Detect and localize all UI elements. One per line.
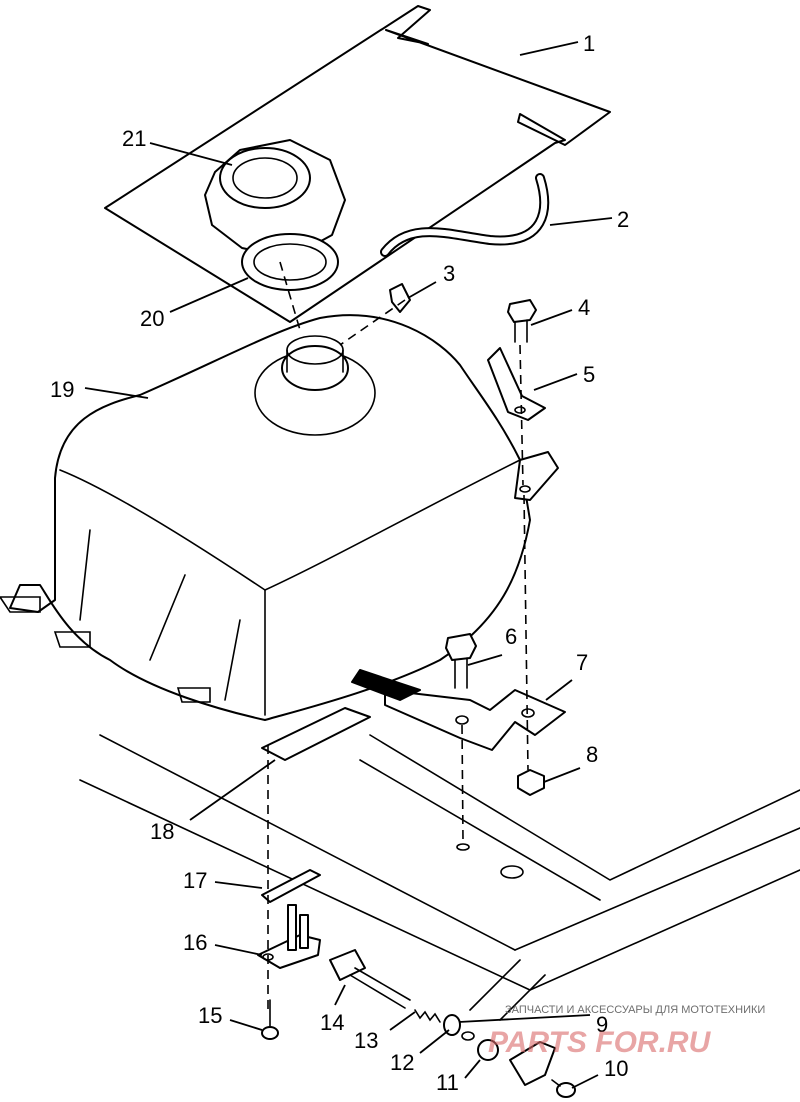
callout-20: 20	[140, 306, 164, 331]
callout-2: 2	[617, 207, 629, 232]
pad-18	[261, 707, 371, 761]
callout-8: 8	[586, 742, 598, 767]
watermark-tagline: ЗАПЧАСТИ И АКСЕССУАРЫ ДЛЯ МОТОТЕХНИКИ	[505, 1004, 765, 1016]
nut-8	[517, 769, 545, 796]
callout-11: 11	[436, 1070, 459, 1095]
screw-10	[551, 1079, 576, 1098]
callout-13: 13	[354, 1028, 378, 1053]
heat-shield	[104, 5, 611, 323]
vent-fitting-3	[389, 283, 411, 313]
vent-hose-2	[380, 173, 550, 257]
callout-labels: 1 2 3 4 5 6 7 8 9 10 11 12 13 14 15 16 1…	[50, 31, 629, 1095]
bolt-6	[445, 633, 477, 689]
callout-14: 14	[320, 1010, 344, 1035]
callout-1: 1	[583, 31, 595, 56]
fuel-valve-16	[257, 904, 321, 969]
callout-19: 19	[50, 377, 74, 402]
valve-stem-14	[329, 949, 411, 1009]
frame	[79, 734, 800, 1021]
callout-21: 21	[122, 126, 146, 151]
callout-4: 4	[578, 295, 590, 320]
callout-5: 5	[583, 362, 595, 387]
screw-15	[261, 999, 279, 1040]
leader-lines	[84, 41, 613, 1089]
callout-16: 16	[183, 930, 207, 955]
watermark: ЗАПЧАСТИ И АКСЕССУАРЫ ДЛЯ МОТОТЕХНИКИ PA…	[488, 1004, 765, 1059]
callout-9: 9	[596, 1012, 608, 1037]
callout-15: 15	[198, 1003, 222, 1028]
callout-12: 12	[390, 1050, 414, 1075]
bracket-7	[351, 669, 566, 751]
callout-3: 3	[443, 261, 455, 286]
knob-9	[509, 1041, 556, 1086]
callout-6: 6	[505, 624, 517, 649]
assembly-lines	[267, 261, 529, 1010]
fuel-cap-21	[204, 139, 346, 259]
callout-17: 17	[183, 868, 207, 893]
fuel-tank	[0, 314, 531, 721]
spring-13	[414, 1009, 441, 1023]
callout-18: 18	[150, 819, 174, 844]
bolt-4	[507, 299, 537, 343]
bracket-5	[487, 347, 546, 421]
callout-7: 7	[576, 650, 588, 675]
callout-10: 10	[604, 1056, 628, 1081]
o-ring-11	[461, 1031, 499, 1061]
gasket-20	[241, 233, 339, 291]
watermark-brand: PARTS FOR.RU	[488, 1026, 712, 1059]
plate-17	[261, 869, 321, 903]
tank-mount-tab	[514, 451, 559, 501]
